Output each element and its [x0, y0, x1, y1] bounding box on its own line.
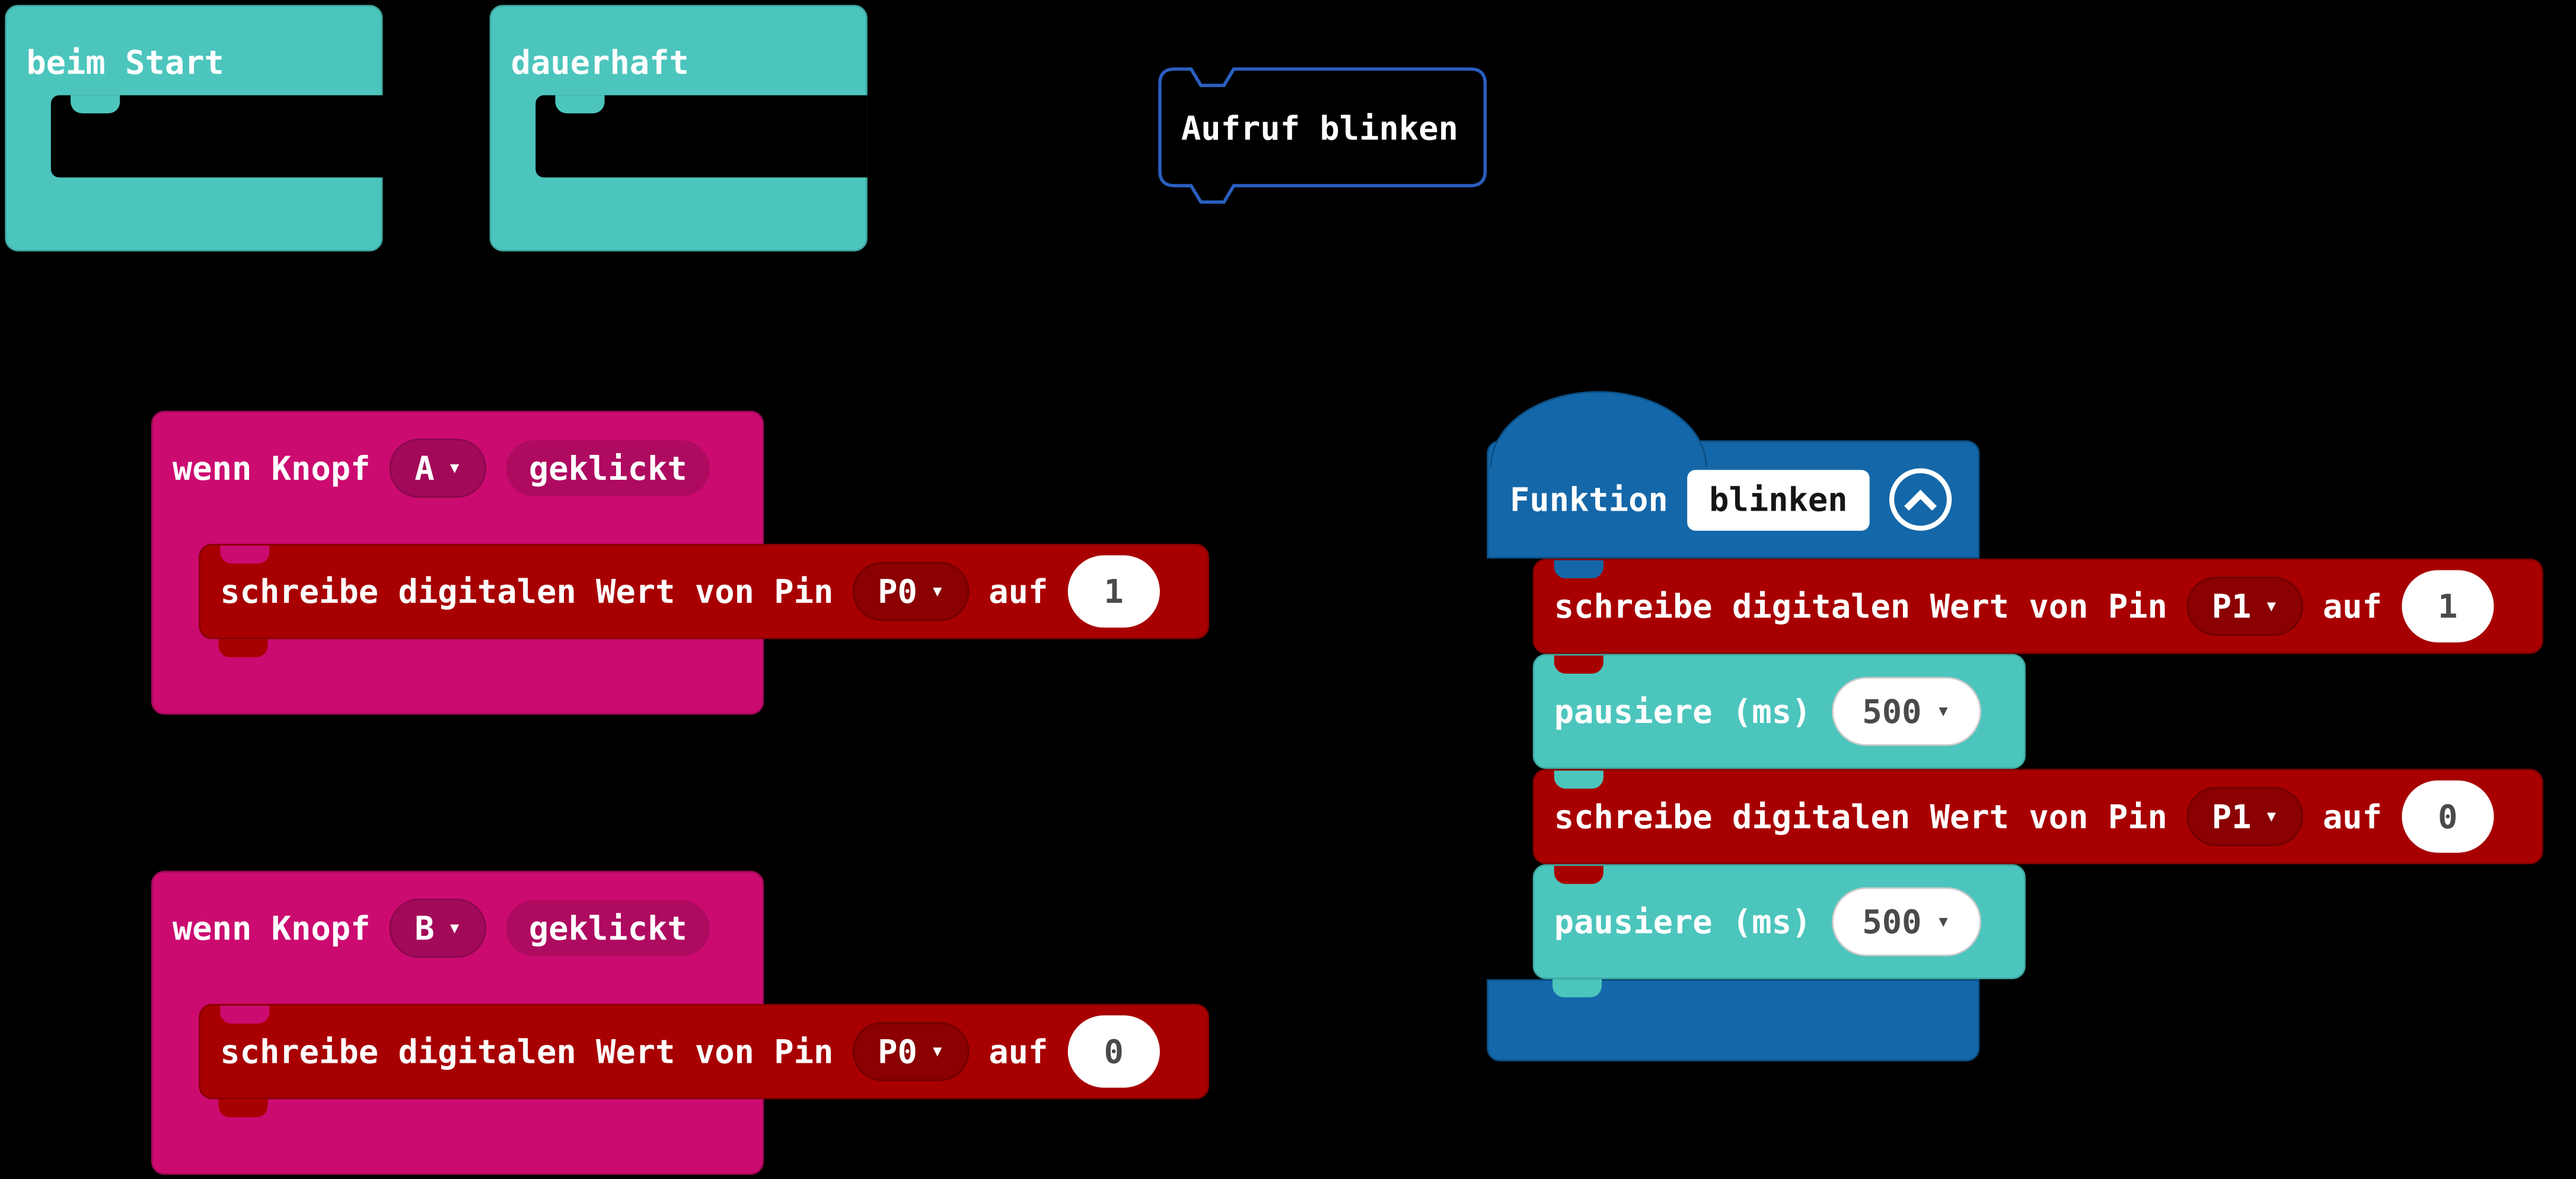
digital-write-mid-label: auf — [989, 1031, 1048, 1070]
empty-statement-slot — [535, 95, 868, 178]
value-field[interactable]: 1 — [2402, 570, 2494, 643]
pin-dropdown-value: P0 — [878, 1031, 917, 1072]
dropdown-chevron-icon: ▾ — [930, 578, 945, 605]
pin-dropdown-value: P1 — [2211, 796, 2252, 837]
function-hat-dome — [1490, 391, 1707, 467]
digital-write-block[interactable]: schreibe digitalen Wert von Pin P1 ▾ auf… — [1532, 558, 2543, 654]
statement-notch — [1554, 655, 1603, 674]
pause-duration-dropdown[interactable]: 500 ▾ — [1831, 887, 1982, 957]
button-dropdown[interactable]: B ▾ — [390, 898, 486, 958]
pause-duration-value: 500 — [1862, 692, 1922, 731]
statement-notch — [71, 95, 120, 114]
dropdown-chevron-icon: ▾ — [2264, 803, 2279, 830]
dropdown-chevron-icon: ▾ — [2264, 593, 2279, 620]
function-definition-block[interactable]: Funktion blinken schreibe digitalen Wert… — [1487, 391, 2571, 1065]
value-field[interactable]: 0 — [2402, 780, 2494, 853]
statement-notch — [220, 1005, 270, 1024]
pause-duration-value: 500 — [1862, 901, 1922, 942]
digital-write-label: schreibe digitalen Wert von Pin — [220, 1031, 834, 1070]
collapse-button[interactable] — [1888, 468, 1952, 531]
pause-duration-dropdown[interactable]: 500 ▾ — [1831, 677, 1982, 746]
digital-write-mid-label: auf — [2322, 796, 2382, 836]
digital-write-label: schreibe digitalen Wert von Pin — [1554, 796, 2167, 836]
button-dropdown-value: A — [415, 448, 435, 488]
statement-notch — [218, 1099, 268, 1117]
button-dropdown[interactable]: A ▾ — [390, 438, 486, 498]
digital-write-block[interactable]: schreibe digitalen Wert von Pin P0 ▾ auf… — [199, 544, 1210, 639]
pin-dropdown[interactable]: P1 ▾ — [2187, 787, 2303, 846]
dropdown-chevron-icon: ▾ — [1936, 698, 1950, 725]
dropdown-chevron-icon: ▾ — [447, 455, 462, 482]
statement-notch — [220, 545, 270, 564]
forever-block[interactable]: dauerhaft — [489, 5, 868, 251]
digital-write-mid-label: auf — [989, 571, 1048, 611]
value-field[interactable]: 0 — [1067, 1015, 1160, 1088]
on-start-label: beim Start — [26, 43, 224, 82]
on-start-block[interactable]: beim Start — [5, 5, 383, 251]
pin-dropdown[interactable]: P0 ▾ — [853, 562, 970, 622]
event-label: geklickt — [506, 440, 710, 496]
function-name-field[interactable]: blinken — [1688, 469, 1869, 530]
pin-dropdown[interactable]: P1 ▾ — [2187, 576, 2303, 636]
pin-dropdown-value: P0 — [878, 572, 917, 611]
button-dropdown-value: B — [415, 909, 435, 948]
statement-notch — [1552, 979, 1602, 998]
statement-notch — [1554, 770, 1603, 789]
dropdown-chevron-icon: ▾ — [1936, 909, 1950, 935]
dropdown-chevron-icon: ▾ — [447, 915, 462, 942]
function-keyword-label: Funktion — [1509, 479, 1668, 519]
pause-label: pausiere (ms) — [1554, 690, 1812, 731]
function-call-block[interactable]: Aufruf blinken — [1158, 67, 1487, 206]
statement-notch — [1554, 866, 1603, 884]
value-field[interactable]: 1 — [1067, 555, 1160, 628]
digital-write-block[interactable]: schreibe digitalen Wert von Pin P0 ▾ auf… — [199, 1003, 1210, 1100]
pause-block[interactable]: pausiere (ms) 500 ▾ — [1532, 864, 2026, 980]
call-block-outline — [1158, 67, 1487, 204]
empty-statement-slot — [50, 95, 383, 178]
pause-block[interactable]: pausiere (ms) 500 ▾ — [1532, 654, 2026, 769]
when-button-label: wenn Knopf — [172, 907, 371, 948]
forever-label: dauerhaft — [511, 43, 689, 82]
when-button-b-block[interactable]: wenn Knopf B ▾ geklickt schreibe digital… — [151, 871, 1210, 1175]
statement-notch — [555, 95, 605, 114]
statement-notch — [1554, 560, 1603, 579]
pause-label: pausiere (ms) — [1554, 901, 1812, 941]
when-button-a-block[interactable]: wenn Knopf A ▾ geklickt schreibe digital… — [151, 410, 1210, 715]
pin-dropdown-value: P1 — [2211, 587, 2252, 626]
pin-dropdown[interactable]: P0 ▾ — [853, 1022, 970, 1081]
call-block-label: Aufruf blinken — [1181, 108, 1458, 148]
collapse-chevron-icon — [1904, 489, 1936, 522]
dropdown-chevron-icon: ▾ — [930, 1038, 945, 1065]
digital-write-label: schreibe digitalen Wert von Pin — [1554, 585, 2167, 626]
event-label: geklickt — [506, 900, 710, 957]
function-header[interactable]: Funktion blinken — [1487, 440, 1980, 559]
statement-notch — [218, 639, 268, 658]
digital-write-label: schreibe digitalen Wert von Pin — [220, 571, 834, 611]
digital-write-block[interactable]: schreibe digitalen Wert von Pin P1 ▾ auf… — [1532, 769, 2543, 865]
digital-write-mid-label: auf — [2322, 585, 2382, 626]
when-button-label: wenn Knopf — [172, 447, 371, 487]
